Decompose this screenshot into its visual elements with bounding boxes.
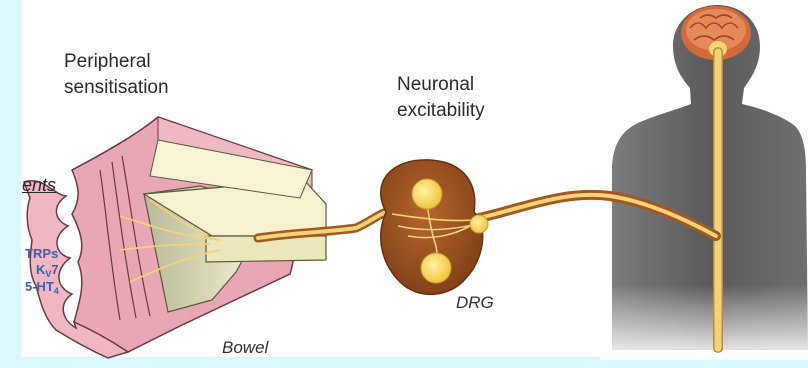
bowel-label: Bowel	[222, 336, 268, 359]
neuron-soma-1	[412, 179, 442, 209]
peripheral-sensitisation-title-line1: Peripheral	[64, 50, 151, 73]
receptor-trp: TRPs	[25, 246, 58, 262]
receptor-5ht4: 5-HT4	[25, 279, 59, 299]
peripheral-sensitisation-title-line2: sensitisation	[64, 76, 169, 99]
neuronal-excitability-title-line2: excitability	[397, 99, 485, 122]
neuron-soma-2	[470, 215, 488, 233]
receptor-kv7-suffix: 7	[51, 262, 58, 277]
receptor-5ht4-subscript: 4	[54, 286, 59, 296]
receptor-5ht4-base: 5-HT	[25, 279, 54, 294]
neuron-soma-3	[421, 253, 451, 283]
drg-label: DRG	[456, 291, 494, 314]
cut-off-label: ents	[22, 174, 56, 197]
receptor-kv7-base: K	[36, 262, 45, 277]
neuronal-excitability-title-line1: Neuronal	[397, 73, 474, 96]
